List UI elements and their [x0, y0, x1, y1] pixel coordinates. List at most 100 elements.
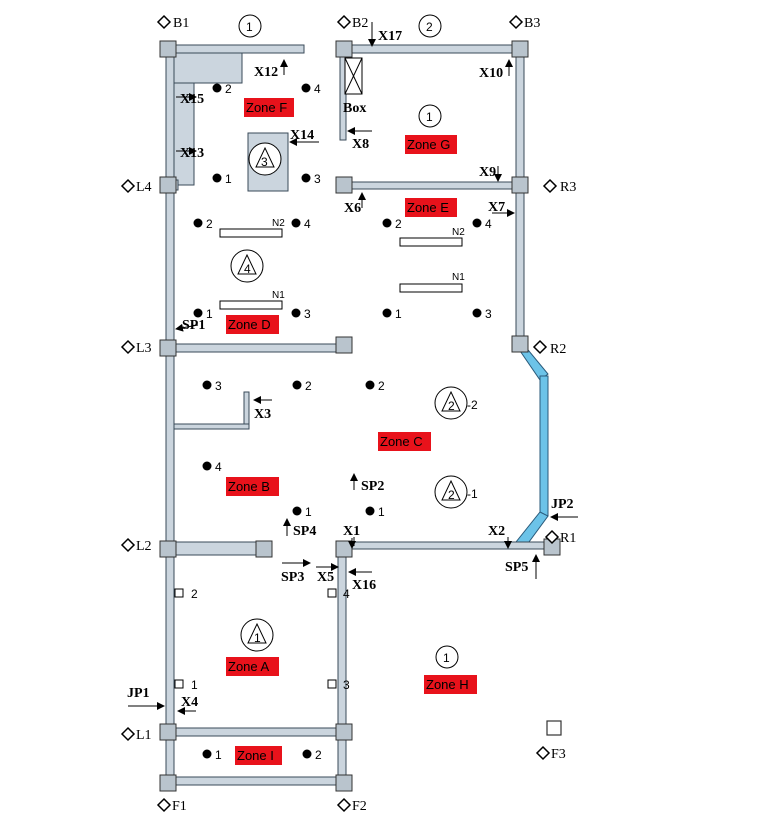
svg-text:L4: L4: [136, 180, 152, 195]
svg-text:L3: L3: [136, 341, 152, 356]
svg-text:4: 4: [244, 262, 251, 276]
svg-text:F3: F3: [551, 747, 566, 762]
svg-text:3: 3: [304, 307, 311, 321]
beam-n1-left: N1: [272, 290, 285, 301]
column-b3: [511, 40, 529, 58]
circle-zone-g-1: 1: [418, 104, 442, 128]
marker-x10: X10: [479, 66, 503, 81]
svg-text:2: 2: [426, 20, 433, 34]
svg-text:1: 1: [246, 20, 253, 34]
grid-labels: B1 B2 B3 L4 R3 L3 R2 L2 R1 L1 F3 F1 F2: [120, 14, 576, 814]
svg-text:Zone C: Zone C: [380, 434, 423, 449]
wall-x3-vertical: [243, 391, 250, 429]
column-f3: [546, 720, 562, 736]
wall-glass-vertical: [539, 375, 549, 517]
svg-text:1: 1: [215, 748, 222, 762]
zone-b-label: Zone B: [226, 477, 279, 496]
svg-text:2: 2: [395, 217, 402, 231]
wall-right-upper: [515, 44, 525, 346]
marker-sp3: SP3: [281, 570, 304, 585]
box-label: Box: [343, 101, 366, 116]
triangle-symbols: 3 4 2-2 2 -1 1: [230, 142, 478, 652]
grid-b1: B1: [156, 14, 189, 31]
svg-text:3: 3: [314, 172, 321, 186]
marker-x16: X16: [352, 578, 376, 593]
wall-x3-horizontal: [173, 423, 250, 430]
grid-f3: F3: [535, 745, 566, 762]
wall-top-right: [339, 44, 527, 54]
circle-top-2: 2: [418, 14, 442, 38]
svg-text:Zone F: Zone F: [246, 100, 287, 115]
marker-x4: X4: [181, 695, 198, 710]
marker-x15: X15: [180, 92, 204, 107]
grid-b3: B3: [508, 14, 540, 31]
wall-l3: [165, 343, 353, 353]
column-l2-end: [255, 540, 273, 558]
svg-text:B1: B1: [173, 16, 189, 31]
box: Box: [343, 57, 366, 116]
marker-sp1: SP1: [182, 318, 205, 333]
svg-text:1: 1: [395, 307, 402, 321]
svg-text:4: 4: [215, 460, 222, 474]
grid-r1: R1: [544, 529, 576, 546]
beam-n2-right: N2: [452, 227, 465, 238]
svg-text:2: 2: [305, 379, 312, 393]
svg-text:B3: B3: [524, 16, 540, 31]
points: 2 4 1 3 2 4 1 3 2 4 1 3 3 2 2 4 1 1 2 4 …: [174, 82, 492, 762]
svg-text:4: 4: [314, 82, 321, 96]
grid-l2: L2: [120, 537, 152, 554]
svg-text:2: 2: [191, 587, 198, 601]
column-l4: [159, 176, 177, 194]
column-f1: [159, 774, 177, 792]
zone-f-shaded-top: [173, 52, 243, 84]
marker-sp5: SP5: [505, 560, 528, 575]
circle-zone-h-1: 1: [435, 645, 459, 669]
svg-text:1: 1: [305, 505, 312, 519]
svg-text:R2: R2: [550, 342, 566, 357]
marker-x9: X9: [479, 165, 496, 180]
svg-text:B2: B2: [352, 16, 368, 31]
marker-x13: X13: [180, 146, 204, 161]
marker-jp2: JP2: [551, 497, 574, 512]
svg-text:2: 2: [315, 748, 322, 762]
svg-text:Zone G: Zone G: [407, 137, 450, 152]
beam-n1-right: N1: [452, 272, 465, 283]
svg-text:F1: F1: [172, 799, 187, 814]
svg-text:2: 2: [448, 399, 455, 413]
marker-x17: X17: [378, 29, 402, 44]
marker-x8: X8: [352, 137, 369, 152]
svg-text:3: 3: [215, 379, 222, 393]
svg-text:1: 1: [426, 110, 433, 124]
marker-x2: X2: [488, 524, 505, 539]
marker-x7: X7: [488, 200, 505, 215]
wall-left: [165, 44, 175, 786]
columns: [159, 40, 562, 792]
svg-text:L2: L2: [136, 539, 152, 554]
svg-text:Zone I: Zone I: [237, 748, 274, 763]
svg-text:Zone B: Zone B: [228, 479, 270, 494]
wall-glass-angled-bottom: [515, 511, 549, 547]
marker-x12: X12: [254, 65, 278, 80]
marker-sp4: SP4: [293, 524, 316, 539]
svg-text:4: 4: [343, 587, 350, 601]
column-b1: [159, 40, 177, 58]
svg-text:1: 1: [191, 678, 198, 692]
triangle-2-2: 2-2: [434, 386, 478, 420]
svg-text:3: 3: [261, 155, 268, 169]
wall-bottom: [165, 776, 347, 786]
svg-text:R3: R3: [560, 180, 576, 195]
svg-text:Zone E: Zone E: [407, 200, 449, 215]
svg-text:4: 4: [304, 217, 311, 231]
svg-text:-1: -1: [467, 487, 478, 501]
marker-x6: X6: [344, 201, 361, 216]
svg-text:Zone D: Zone D: [228, 317, 271, 332]
wall-r3-horizontal: [339, 181, 525, 190]
svg-text:F2: F2: [352, 799, 367, 814]
svg-text:2: 2: [448, 488, 455, 502]
wall-f2-vertical: [337, 541, 347, 786]
zone-f-label: Zone F: [244, 98, 294, 117]
zone-g-label: Zone G: [405, 135, 457, 154]
marker-x5: X5: [317, 570, 334, 585]
column-l3: [159, 339, 177, 357]
svg-text:R1: R1: [560, 531, 576, 546]
